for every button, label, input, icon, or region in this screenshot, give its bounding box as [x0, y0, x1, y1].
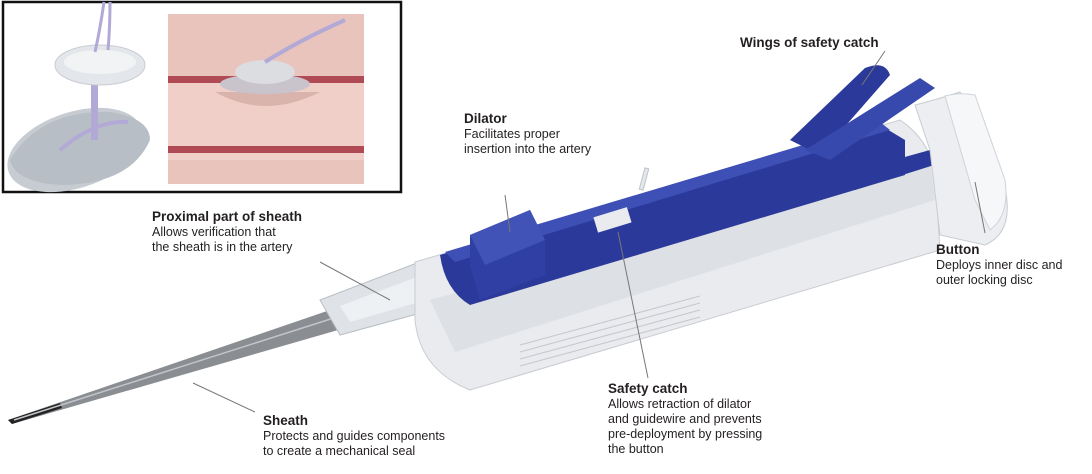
label-description: Deploys inner disc and outer locking dis… — [936, 258, 1062, 288]
label-title: Proximal part of sheath — [152, 208, 302, 225]
top-pin — [639, 168, 649, 190]
label-sheath: Sheath Protects and guides components to… — [263, 412, 445, 459]
label-description: Protects and guides components to create… — [263, 429, 445, 459]
label-safety-catch: Safety catch Allows retraction of dilato… — [608, 380, 762, 457]
label-proximal-part-of-sheath: Proximal part of sheath Allows verificat… — [152, 208, 302, 255]
label-description: Facilitates proper insertion into the ar… — [464, 127, 591, 157]
label-wings-of-safety-catch: Wings of safety catch — [740, 34, 879, 51]
label-dilator: Dilator Facilitates proper insertion int… — [464, 110, 591, 157]
label-title: Button — [936, 241, 1062, 258]
label-title: Sheath — [263, 412, 445, 429]
label-title: Safety catch — [608, 380, 762, 397]
inset-panel — [0, 2, 401, 208]
inset-vessel-section — [168, 14, 364, 184]
label-button: Button Deploys inner disc and outer lock… — [936, 241, 1062, 288]
label-title: Wings of safety catch — [740, 34, 879, 51]
sheath — [8, 310, 345, 424]
label-description: Allows verification that the sheath is i… — [152, 225, 302, 255]
label-title: Dilator — [464, 110, 591, 127]
label-description: Allows retraction of dilator and guidewi… — [608, 397, 762, 457]
